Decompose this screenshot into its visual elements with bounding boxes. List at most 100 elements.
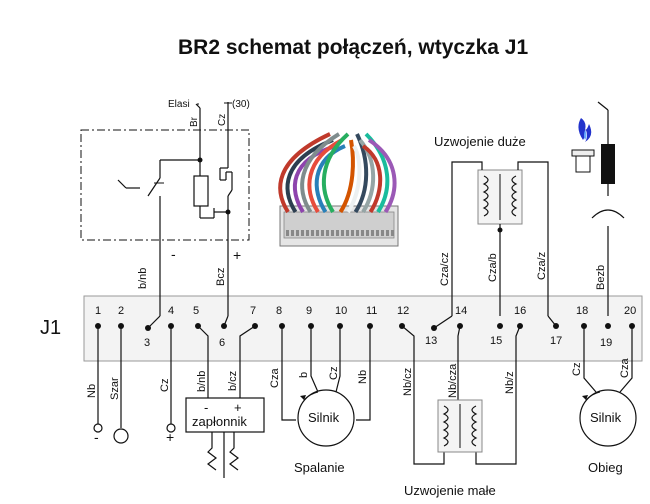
pin-19: 19 bbox=[600, 337, 612, 349]
wire-label-p9: b bbox=[298, 372, 310, 378]
connector-pin-slot bbox=[316, 230, 319, 236]
pin-terminal-dot bbox=[497, 323, 503, 329]
connector-pin-slot bbox=[326, 230, 329, 236]
connector-pin-slot bbox=[336, 230, 339, 236]
wire-label-p10: Cz bbox=[328, 367, 340, 380]
circulation-motor bbox=[579, 389, 637, 447]
wire-label-p13: Cza/cz bbox=[439, 252, 451, 286]
connector-pin-slot bbox=[346, 230, 349, 236]
connector-pin-slot bbox=[286, 230, 289, 236]
wire-br-label: Br bbox=[189, 116, 200, 127]
connector-j1-block bbox=[83, 295, 643, 362]
wire-label-p20: Cza bbox=[619, 358, 631, 378]
wire-label-p4: Cz bbox=[159, 379, 171, 392]
connector-pin-slot bbox=[356, 230, 359, 236]
igniter-plus: + bbox=[234, 400, 242, 415]
wire-label-p15: Cza/b bbox=[487, 253, 499, 282]
cable-wire bbox=[278, 132, 331, 214]
connector-pin-slot bbox=[376, 230, 379, 236]
plus-30-label: (30) bbox=[232, 99, 250, 110]
pin-terminal-dot bbox=[145, 325, 151, 331]
pin-6: 6 bbox=[219, 337, 225, 349]
combustion-motor-label: Silnik bbox=[308, 410, 340, 425]
pin-3: 3 bbox=[144, 337, 150, 349]
pin-11: 11 bbox=[366, 305, 377, 317]
connector-pin-slot bbox=[341, 230, 344, 236]
wire-label-p14: Nb/cza bbox=[447, 363, 459, 398]
pin-terminal-dot bbox=[553, 323, 559, 329]
connector-pin-slot bbox=[366, 230, 369, 236]
connector-pin-slot bbox=[371, 230, 374, 236]
cable-wire bbox=[321, 132, 350, 214]
connector-pin-slot bbox=[296, 230, 299, 236]
pin-2: 2 bbox=[118, 305, 124, 317]
pin-12: 12 bbox=[397, 305, 409, 317]
wire-label-p3: b/nb bbox=[137, 268, 149, 289]
connector-pin-slot bbox=[351, 230, 354, 236]
pin-14: 14 bbox=[455, 305, 467, 317]
pin-terminal-dot bbox=[605, 323, 611, 329]
cable-wire bbox=[300, 132, 341, 214]
pin-18: 18 bbox=[576, 305, 588, 317]
connector-pin-slot bbox=[301, 230, 304, 236]
circulation-label: Obieg bbox=[588, 460, 623, 475]
wire-label-p17: Cza/z bbox=[536, 252, 548, 280]
wire-label-p11: Nb bbox=[357, 370, 369, 384]
wire-cz-label: Cz bbox=[217, 114, 228, 126]
combustion-label: Spalanie bbox=[294, 460, 345, 475]
flame-sensor-icon bbox=[571, 101, 625, 316]
pin-9: 9 bbox=[306, 305, 312, 317]
pin-8: 8 bbox=[276, 305, 282, 317]
connector-pin-slot bbox=[386, 230, 389, 236]
connector-label: J1 bbox=[40, 317, 61, 339]
connector-pin-slot bbox=[361, 230, 364, 236]
wire-label-p7: b/cz bbox=[227, 371, 239, 391]
circulation-motor-label: Silnik bbox=[590, 410, 622, 425]
connector-pin-slot bbox=[391, 230, 394, 236]
cable-wire bbox=[346, 145, 362, 214]
wire-label-p16: Nb/z bbox=[504, 371, 516, 394]
wire-label-p2: Szar bbox=[109, 377, 121, 400]
cable-wire bbox=[367, 138, 397, 214]
pin-1: 1 bbox=[95, 305, 101, 317]
pin-17: 17 bbox=[550, 335, 562, 347]
relay-module: Elasi (30) Br Cz - + bbox=[80, 99, 250, 263]
terminal-plus-symbol: + bbox=[166, 429, 174, 445]
pin-numbers-top: 1 2 4 5 7 8 9 10 11 12 14 16 18 20 bbox=[95, 305, 636, 317]
combustion-motor bbox=[297, 389, 355, 447]
wire-label-p5: b/nb bbox=[196, 371, 208, 392]
pin-13: 13 bbox=[425, 335, 437, 347]
wire-label-p6: Bcz bbox=[215, 268, 227, 286]
pin-10: 10 bbox=[335, 305, 347, 317]
connector-pin-slot bbox=[321, 230, 324, 236]
connector-photo bbox=[278, 132, 399, 247]
cable-wire bbox=[361, 144, 383, 214]
diagram-title: BR2 schemat połączeń, wtyczka J1 bbox=[178, 36, 529, 59]
connector-pin-slot bbox=[291, 230, 294, 236]
igniter-label: zapłonnik bbox=[192, 414, 247, 429]
igniter-minus: - bbox=[204, 400, 208, 415]
cable-wire bbox=[307, 138, 343, 214]
connector-pin-slot bbox=[331, 230, 334, 236]
cable-wire bbox=[314, 144, 346, 214]
pin-20: 20 bbox=[624, 305, 636, 317]
connector-pin-slot bbox=[306, 230, 309, 236]
wire-label-p12: Nb/cz bbox=[402, 368, 414, 396]
connector-pin-slot bbox=[311, 230, 314, 236]
big-winding: Uzwojenie duże bbox=[434, 134, 549, 316]
wire-label-p19: Bezb bbox=[595, 265, 607, 290]
relay-minus: - bbox=[171, 246, 176, 262]
wire-label-p18: Cz bbox=[571, 363, 583, 376]
igniter-box bbox=[185, 397, 265, 433]
big-winding-label: Uzwojenie duże bbox=[434, 134, 526, 149]
elasi-label: Elasi bbox=[168, 99, 190, 110]
pin-terminal-dot bbox=[431, 325, 437, 331]
pin-terminals bbox=[95, 323, 635, 331]
pin-16: 16 bbox=[514, 305, 526, 317]
small-winding-label: Uzwojenie małe bbox=[404, 483, 496, 498]
terminal-minus-symbol: - bbox=[94, 429, 99, 445]
cable-wire bbox=[338, 139, 355, 214]
connector-pin-slot bbox=[381, 230, 384, 236]
pin-7: 7 bbox=[250, 305, 256, 317]
relay-plus: + bbox=[233, 247, 241, 263]
